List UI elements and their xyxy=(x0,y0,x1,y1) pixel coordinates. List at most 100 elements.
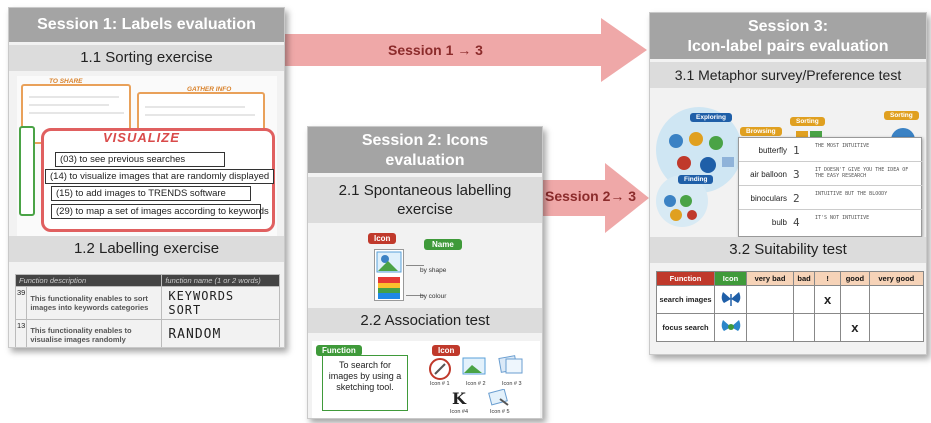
session3-title: Session 3: Icon-label pairs evaluation xyxy=(650,13,926,59)
suit-mark xyxy=(814,313,842,342)
metaphor-survey-title: 3.1 Metaphor survey/Preference test xyxy=(650,62,926,88)
sorting-card-15: (15) to add images to TRENDS software xyxy=(51,186,251,201)
session2-title-line2: evaluation xyxy=(385,152,465,169)
suit-col-very-bad: very bad xyxy=(746,271,794,286)
icon-label-4: Icon #4 xyxy=(450,409,469,415)
labelling-table: Function description function name (1 or… xyxy=(14,274,280,347)
icon-label-2: Icon # 2 xyxy=(466,381,486,387)
arrow-label-session-2-3: Session 2→ 3 xyxy=(545,188,637,204)
labelling-col-description: Function description xyxy=(14,274,163,287)
arrow-label-session-1-3: Session 1 → 3 xyxy=(388,42,483,58)
suit-function: focus search xyxy=(656,313,715,342)
icon-label-5: Icon # 5 xyxy=(490,409,510,415)
survey-label: butterfly xyxy=(758,146,787,155)
bubble-label-browsing: Browsing xyxy=(740,127,782,136)
bubble-label-sorting-right: Sorting xyxy=(884,111,919,120)
pencil-sketch-icon xyxy=(429,358,451,380)
suit-mark xyxy=(840,285,870,314)
suit-mark xyxy=(868,285,925,314)
picture-icon xyxy=(462,357,486,375)
association-test-title: 2.2 Association test xyxy=(308,308,542,333)
survey-sheet: butterfly 1 THE MOST INTUITIVE air ballo… xyxy=(738,137,923,237)
row-description: This functionality enables to visualise … xyxy=(26,319,163,347)
butterfly-icon xyxy=(714,285,747,314)
sorting-card-14: (14) to visualize images that are random… xyxy=(45,169,275,184)
suit-col-function: Function xyxy=(656,271,715,286)
hint-by-colour: by colour xyxy=(420,293,447,300)
table-row: focus search x xyxy=(656,313,925,342)
session1-to-3-arrow xyxy=(283,18,647,82)
suit-mark: x xyxy=(814,285,842,314)
survey-label: air balloon xyxy=(750,170,787,179)
table-row: search images x xyxy=(656,285,925,314)
suit-function: search images xyxy=(656,285,715,314)
table-row: 39 This functionality enables to sort im… xyxy=(14,286,280,320)
suit-col-good: good xyxy=(840,271,870,286)
suitability-table: Function Icon very bad bad ! good very g… xyxy=(656,271,925,342)
row-number: 13 xyxy=(14,319,28,347)
bubble-label-exploring: Exploring xyxy=(690,113,732,122)
butterfly-focus-icon xyxy=(714,313,747,342)
suit-col-neutral: ! xyxy=(814,271,842,286)
sketch-line xyxy=(29,112,124,114)
tag-function: Function xyxy=(316,345,362,356)
survey-row: binoculars 2 INTUITIVE BUT THE BLOODY xyxy=(739,188,923,210)
icon-label-1: Icon # 1 xyxy=(430,381,450,387)
survey-rank: 1 xyxy=(793,144,800,157)
hint-by-shape: by shape xyxy=(420,267,447,274)
suit-mark xyxy=(746,313,794,342)
hint-line xyxy=(406,295,424,296)
bubble-label-finding: Finding xyxy=(678,175,714,184)
function-description: To search for images by using a sketchin… xyxy=(322,355,408,411)
survey-row: butterfly 1 THE MOST INTUITIVE xyxy=(739,140,923,162)
sorting-exercise-title: 1.1 Sorting exercise xyxy=(9,45,284,71)
labelling-col-name: function name (1 or 2 words) xyxy=(161,274,280,287)
category-label-share: TO SHARE xyxy=(49,78,83,85)
category-label-gather: GATHER INFO xyxy=(187,86,232,93)
survey-comment: IT'S NOT INTUITIVE xyxy=(815,215,870,221)
suit-mark xyxy=(746,285,794,314)
icon-label-3: Icon # 3 xyxy=(502,381,522,387)
row-description: This functionality enables to sort image… xyxy=(26,286,163,320)
survey-label: binoculars xyxy=(750,194,787,203)
suit-mark: x xyxy=(840,313,870,342)
suit-col-icon: Icon xyxy=(714,271,747,286)
labelling-exercise-title: 1.2 Labelling exercise xyxy=(9,236,284,262)
session1-title: Session 1: Labels evaluation xyxy=(9,8,284,42)
survey-rank: 3 xyxy=(793,168,800,181)
session2-title: Session 2: Icons evaluation xyxy=(308,127,542,173)
session1-panel: Session 1: Labels evaluation 1.1 Sorting… xyxy=(8,7,285,348)
k-letter-icon: K xyxy=(452,389,466,408)
suitability-test-title: 3.2 Suitability test xyxy=(650,237,926,263)
session2-panel: Session 2: Icons evaluation 2.1 Spontane… xyxy=(307,126,543,419)
tag-icon: Icon xyxy=(368,233,397,244)
photos-icon xyxy=(498,355,523,374)
association-test-image: Function To search for images by using a… xyxy=(312,341,540,418)
finding-icons-cluster xyxy=(664,195,697,221)
suit-mark xyxy=(868,313,925,342)
session2-to-3-arrow xyxy=(541,163,649,233)
tag-icon-association: Icon xyxy=(432,345,461,356)
colour-palette-icon xyxy=(378,277,400,299)
suit-col-bad: bad xyxy=(792,271,816,286)
suit-mark xyxy=(792,313,816,342)
sorting-card-29: (29) to map a set of images according to… xyxy=(51,204,269,219)
session3-title-line1: Session 3: xyxy=(747,18,829,35)
spontaneous-labelling-image: Icon Name by shape by colour xyxy=(358,231,498,305)
sketch-line xyxy=(145,106,245,108)
sketch-line xyxy=(29,96,119,98)
sorting-card-03: (03) to see previous searches xyxy=(55,152,225,167)
row-handwritten-answer: KEYWORDS SORT xyxy=(161,286,280,320)
tag-name: Name xyxy=(424,239,462,250)
hint-line xyxy=(406,265,424,266)
table-row: 13 This functionality enables to visuali… xyxy=(14,319,280,347)
sketch-line xyxy=(145,114,255,116)
row-number: 39 xyxy=(14,286,28,320)
suit-col-very-good: very good xyxy=(868,271,925,286)
spontaneous-labelling-title-line1: 2.1 Spontaneous labelling xyxy=(338,182,512,199)
survey-comment: INTUITIVE BUT THE BLOODY xyxy=(815,191,888,197)
survey-comment: IT DOESN'T GIVE YOU THE IDEA OF THE EASY… xyxy=(815,167,909,179)
survey-rank: 2 xyxy=(793,192,800,205)
spontaneous-labelling-title: 2.1 Spontaneous labelling exercise xyxy=(308,177,542,223)
bubble-label-sorting: Sorting xyxy=(790,117,825,126)
